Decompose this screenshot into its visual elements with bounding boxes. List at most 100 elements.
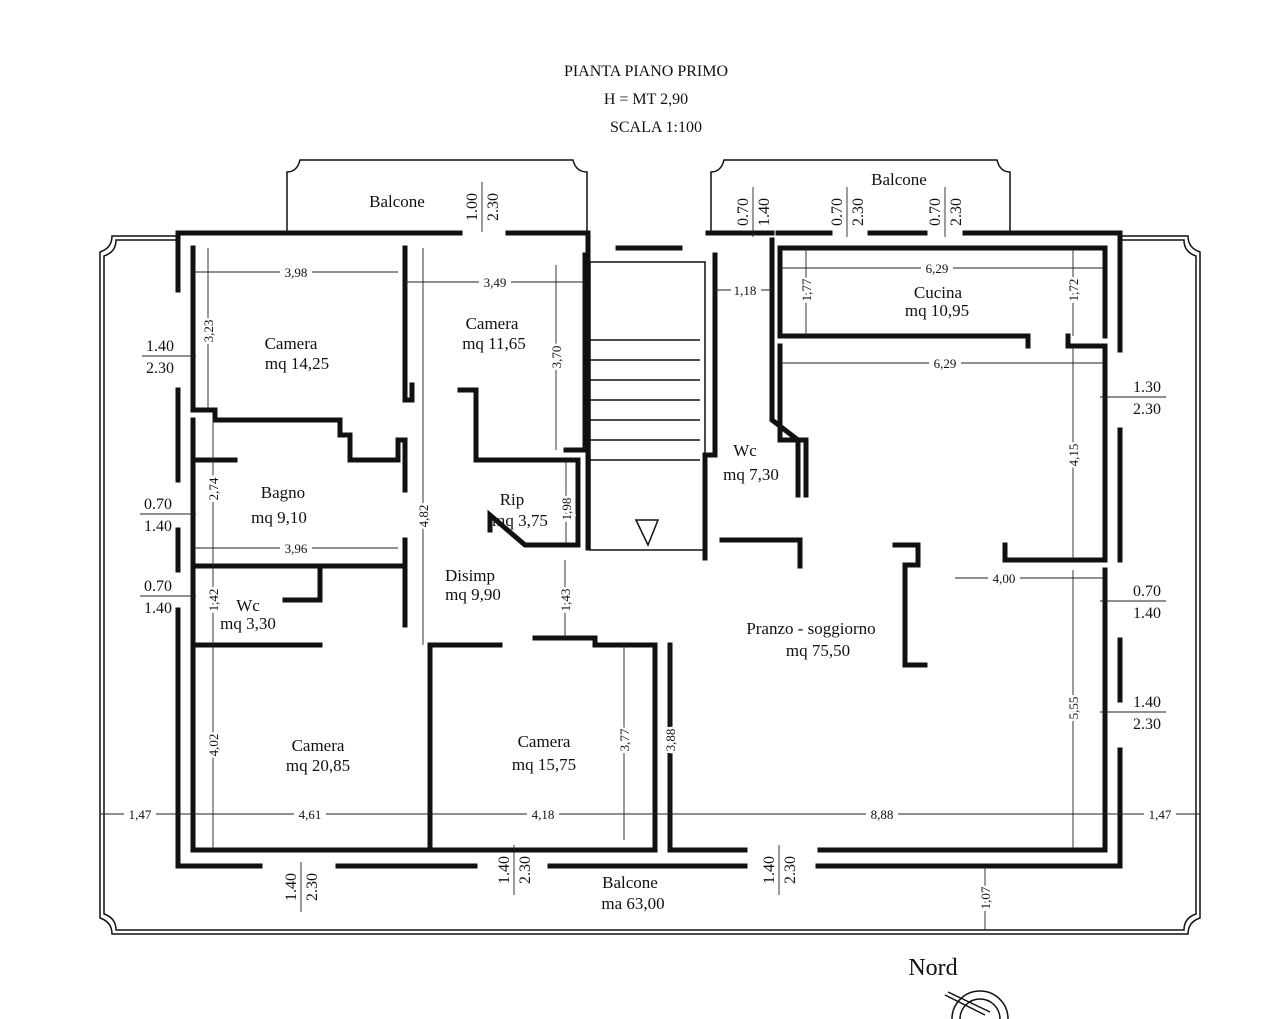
svg-text:1.40: 1.40 xyxy=(146,338,174,355)
svg-text:mq 75,50: mq 75,50 xyxy=(786,641,850,660)
dim-label: 1,07 xyxy=(978,886,993,909)
window-label: 0.70 1.40 xyxy=(140,578,196,617)
svg-text:Disimp: Disimp xyxy=(445,566,495,585)
dim-label: 4,82 xyxy=(416,505,431,528)
dim-label: 3,49 xyxy=(484,275,507,290)
svg-text:Wc: Wc xyxy=(236,596,260,615)
north-label: Nord xyxy=(908,955,957,981)
svg-text:1.40: 1.40 xyxy=(1133,694,1161,711)
svg-text:Bagno: Bagno xyxy=(261,483,305,502)
dim-label: 6,29 xyxy=(934,356,957,371)
svg-text:1.40: 1.40 xyxy=(761,856,778,884)
svg-text:mq 9,90: mq 9,90 xyxy=(445,585,501,604)
dim-label: 4,02 xyxy=(206,734,221,757)
balcony-area-bottom: ma 63,00 xyxy=(601,894,664,913)
svg-text:0.70: 0.70 xyxy=(735,198,752,226)
svg-text:mq 20,85: mq 20,85 xyxy=(286,756,350,775)
plan-height: H = MT 2,90 xyxy=(604,91,688,108)
svg-text:mq 10,95: mq 10,95 xyxy=(905,301,969,320)
plan-title: PIANTA PIANO PRIMO xyxy=(564,63,728,80)
dim-label: 1,72 xyxy=(1066,279,1081,302)
svg-text:2.30: 2.30 xyxy=(485,193,502,221)
svg-text:1.40: 1.40 xyxy=(756,198,773,226)
svg-text:1.40: 1.40 xyxy=(283,873,300,901)
svg-text:2.30: 2.30 xyxy=(782,856,799,884)
dim-label: 3,98 xyxy=(285,265,308,280)
balcony-label-top-left: Balcone xyxy=(369,192,425,211)
svg-text:mq 7,30: mq 7,30 xyxy=(723,465,779,484)
window-label: 1.40 2.30 xyxy=(1100,694,1166,733)
svg-text:Camera: Camera xyxy=(518,732,571,751)
dim-label: 4,15 xyxy=(1066,444,1081,467)
dim-label: 2,74 xyxy=(206,477,221,500)
balcony-label-top-right: Balcone xyxy=(871,170,927,189)
dim-label: 3,77 xyxy=(617,728,632,751)
svg-text:2.30: 2.30 xyxy=(304,873,321,901)
svg-text:Rip: Rip xyxy=(500,490,525,509)
room-bagno: Bagno mq 9,10 xyxy=(251,483,307,527)
svg-text:mq 14,25: mq 14,25 xyxy=(265,354,329,373)
svg-text:0.70: 0.70 xyxy=(144,578,172,595)
svg-text:0.70: 0.70 xyxy=(927,198,944,226)
svg-text:2.30: 2.30 xyxy=(1133,716,1161,733)
dim-label: 5,55 xyxy=(1066,697,1081,720)
svg-text:mq 3,75: mq 3,75 xyxy=(492,511,548,530)
window-label: 1.40 2.30 xyxy=(142,338,196,377)
svg-text:Wc: Wc xyxy=(733,441,757,460)
dim-label: 6,29 xyxy=(926,261,949,276)
svg-text:2.30: 2.30 xyxy=(948,198,965,226)
dim-label: 4,18 xyxy=(532,807,555,822)
svg-text:1.40: 1.40 xyxy=(1133,605,1161,622)
compass-icon xyxy=(944,990,1009,1019)
dim-label: 1,18 xyxy=(734,283,757,298)
balcony-label-bottom: Balcone xyxy=(602,873,658,892)
svg-text:0.70: 0.70 xyxy=(1133,583,1161,600)
balcony-outlines xyxy=(99,159,1201,935)
room-pranzo-soggiorno: Pranzo - soggiorno mq 75,50 xyxy=(746,619,875,660)
svg-text:2.30: 2.30 xyxy=(1133,401,1161,418)
dimensions-horizontal: 3,98 3,49 1,18 6,29 6,29 3,96 4,00 4,61 … xyxy=(124,260,1176,822)
room-wc-2: Wc mq 7,30 xyxy=(723,441,779,484)
svg-text:2.30: 2.30 xyxy=(146,360,174,377)
room-rip: Rip mq 3,75 xyxy=(492,490,548,530)
svg-text:1.40: 1.40 xyxy=(496,856,513,884)
walls xyxy=(175,230,1123,869)
dim-label: 1,47 xyxy=(1149,807,1172,822)
window-label: 0.70 1.40 xyxy=(1100,583,1166,622)
svg-text:mq 3,30: mq 3,30 xyxy=(220,614,276,633)
dim-label: 4,00 xyxy=(993,571,1016,586)
svg-text:Camera: Camera xyxy=(265,334,318,353)
window-label: 0.701.40 xyxy=(140,496,196,535)
svg-text:Camera: Camera xyxy=(466,314,519,333)
dimensions-vertical: 3,23 3,70 1,77 1,72 4,15 2,74 4,82 1,98 … xyxy=(199,276,1084,912)
dim-label: 1,42 xyxy=(206,589,221,612)
dim-label: 3,88 xyxy=(663,729,678,752)
svg-text:mq 9,10: mq 9,10 xyxy=(251,508,307,527)
dim-label: 1,77 xyxy=(799,278,814,301)
dim-label: 8,88 xyxy=(871,807,894,822)
dim-label: 1,98 xyxy=(559,498,574,521)
dim-label: 1,43 xyxy=(558,589,573,612)
svg-text:1.00: 1.00 xyxy=(464,193,481,221)
window-label: 1.302.30 xyxy=(1100,379,1166,418)
svg-text:Camera: Camera xyxy=(292,736,345,755)
svg-text:2.30: 2.30 xyxy=(850,198,867,226)
svg-text:1.40: 1.40 xyxy=(144,600,172,617)
svg-text:Pranzo - soggiorno: Pranzo - soggiorno xyxy=(746,619,875,638)
plan-scale: SCALA 1:100 xyxy=(610,119,702,136)
dim-label: 3,23 xyxy=(201,320,216,343)
